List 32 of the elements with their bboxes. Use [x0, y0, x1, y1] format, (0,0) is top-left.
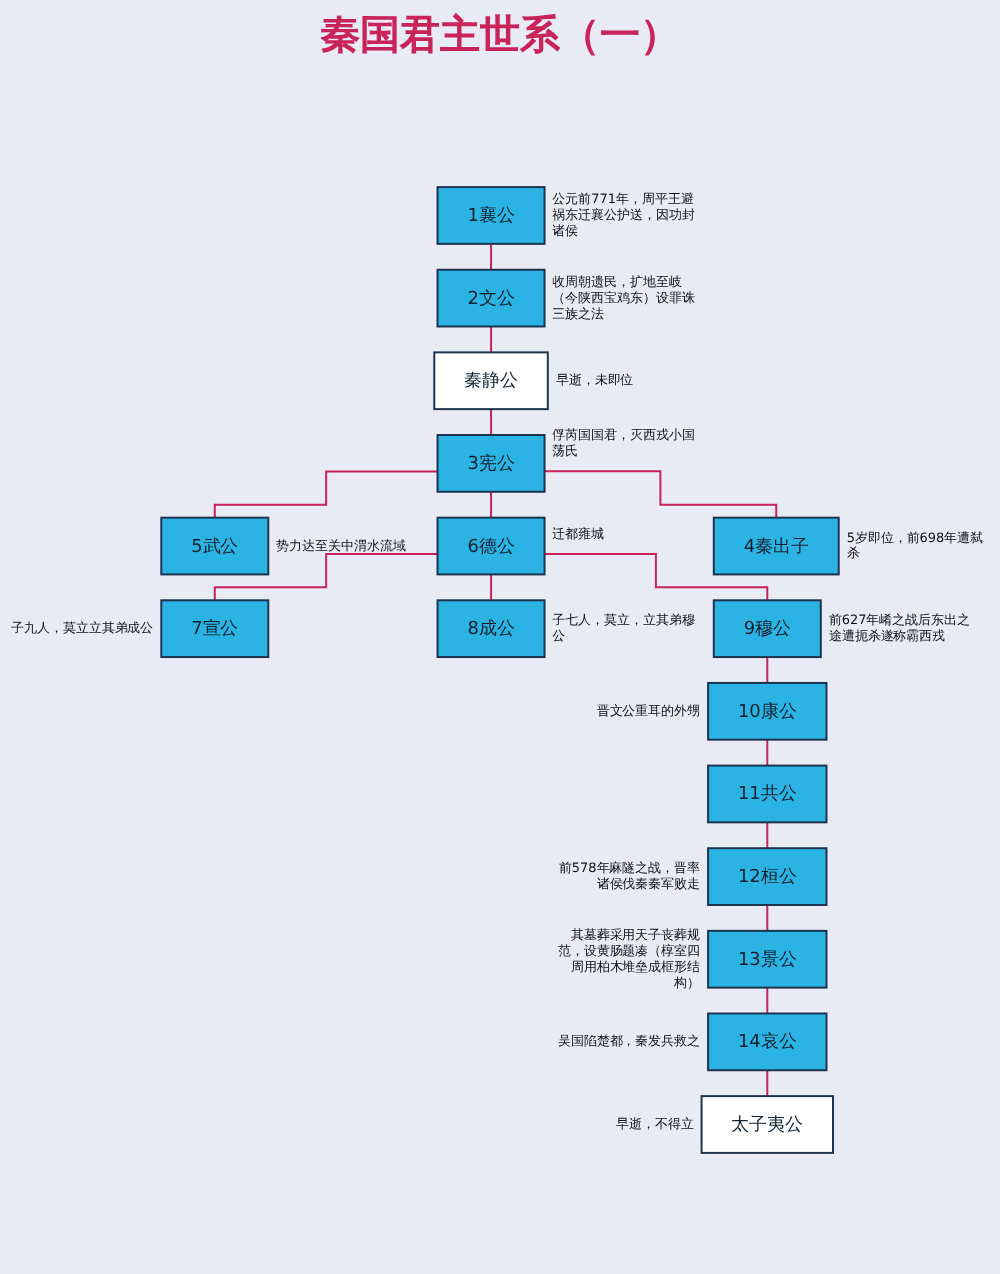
node-box: 8成公 — [436, 599, 546, 659]
connector — [543, 470, 778, 519]
connector — [490, 325, 493, 354]
connector — [766, 656, 769, 684]
title: 秦国君主世系（一） — [320, 8, 680, 62]
node-box: 10康公 — [707, 681, 828, 741]
node-box: 5武公 — [160, 516, 270, 576]
connector — [766, 986, 769, 1015]
connector — [490, 242, 493, 271]
connector — [213, 470, 439, 519]
node-box: 秦静公 — [433, 351, 549, 411]
connector — [543, 553, 769, 602]
node-box: 6德公 — [436, 516, 546, 576]
node-box: 2文公 — [436, 268, 546, 328]
connector — [766, 904, 769, 932]
node-box: 9穆公 — [712, 599, 822, 659]
node-box: 4秦出子 — [712, 516, 840, 576]
connector — [490, 408, 493, 436]
node-box: 1襄公 — [436, 186, 546, 245]
connector — [766, 821, 769, 850]
node-box: 11共公 — [707, 764, 828, 824]
connector — [213, 553, 439, 602]
node-box: 12桓公 — [707, 847, 828, 906]
connector — [766, 1069, 769, 1098]
node-box: 3宪公 — [436, 434, 546, 493]
connector — [490, 490, 493, 519]
node-box: 13景公 — [707, 929, 828, 989]
node-box: 7宣公 — [160, 599, 270, 659]
node-box: 太子夷公 — [700, 1095, 834, 1154]
node-box: 14哀公 — [707, 1012, 828, 1072]
connector — [766, 738, 769, 767]
connector — [490, 573, 493, 602]
